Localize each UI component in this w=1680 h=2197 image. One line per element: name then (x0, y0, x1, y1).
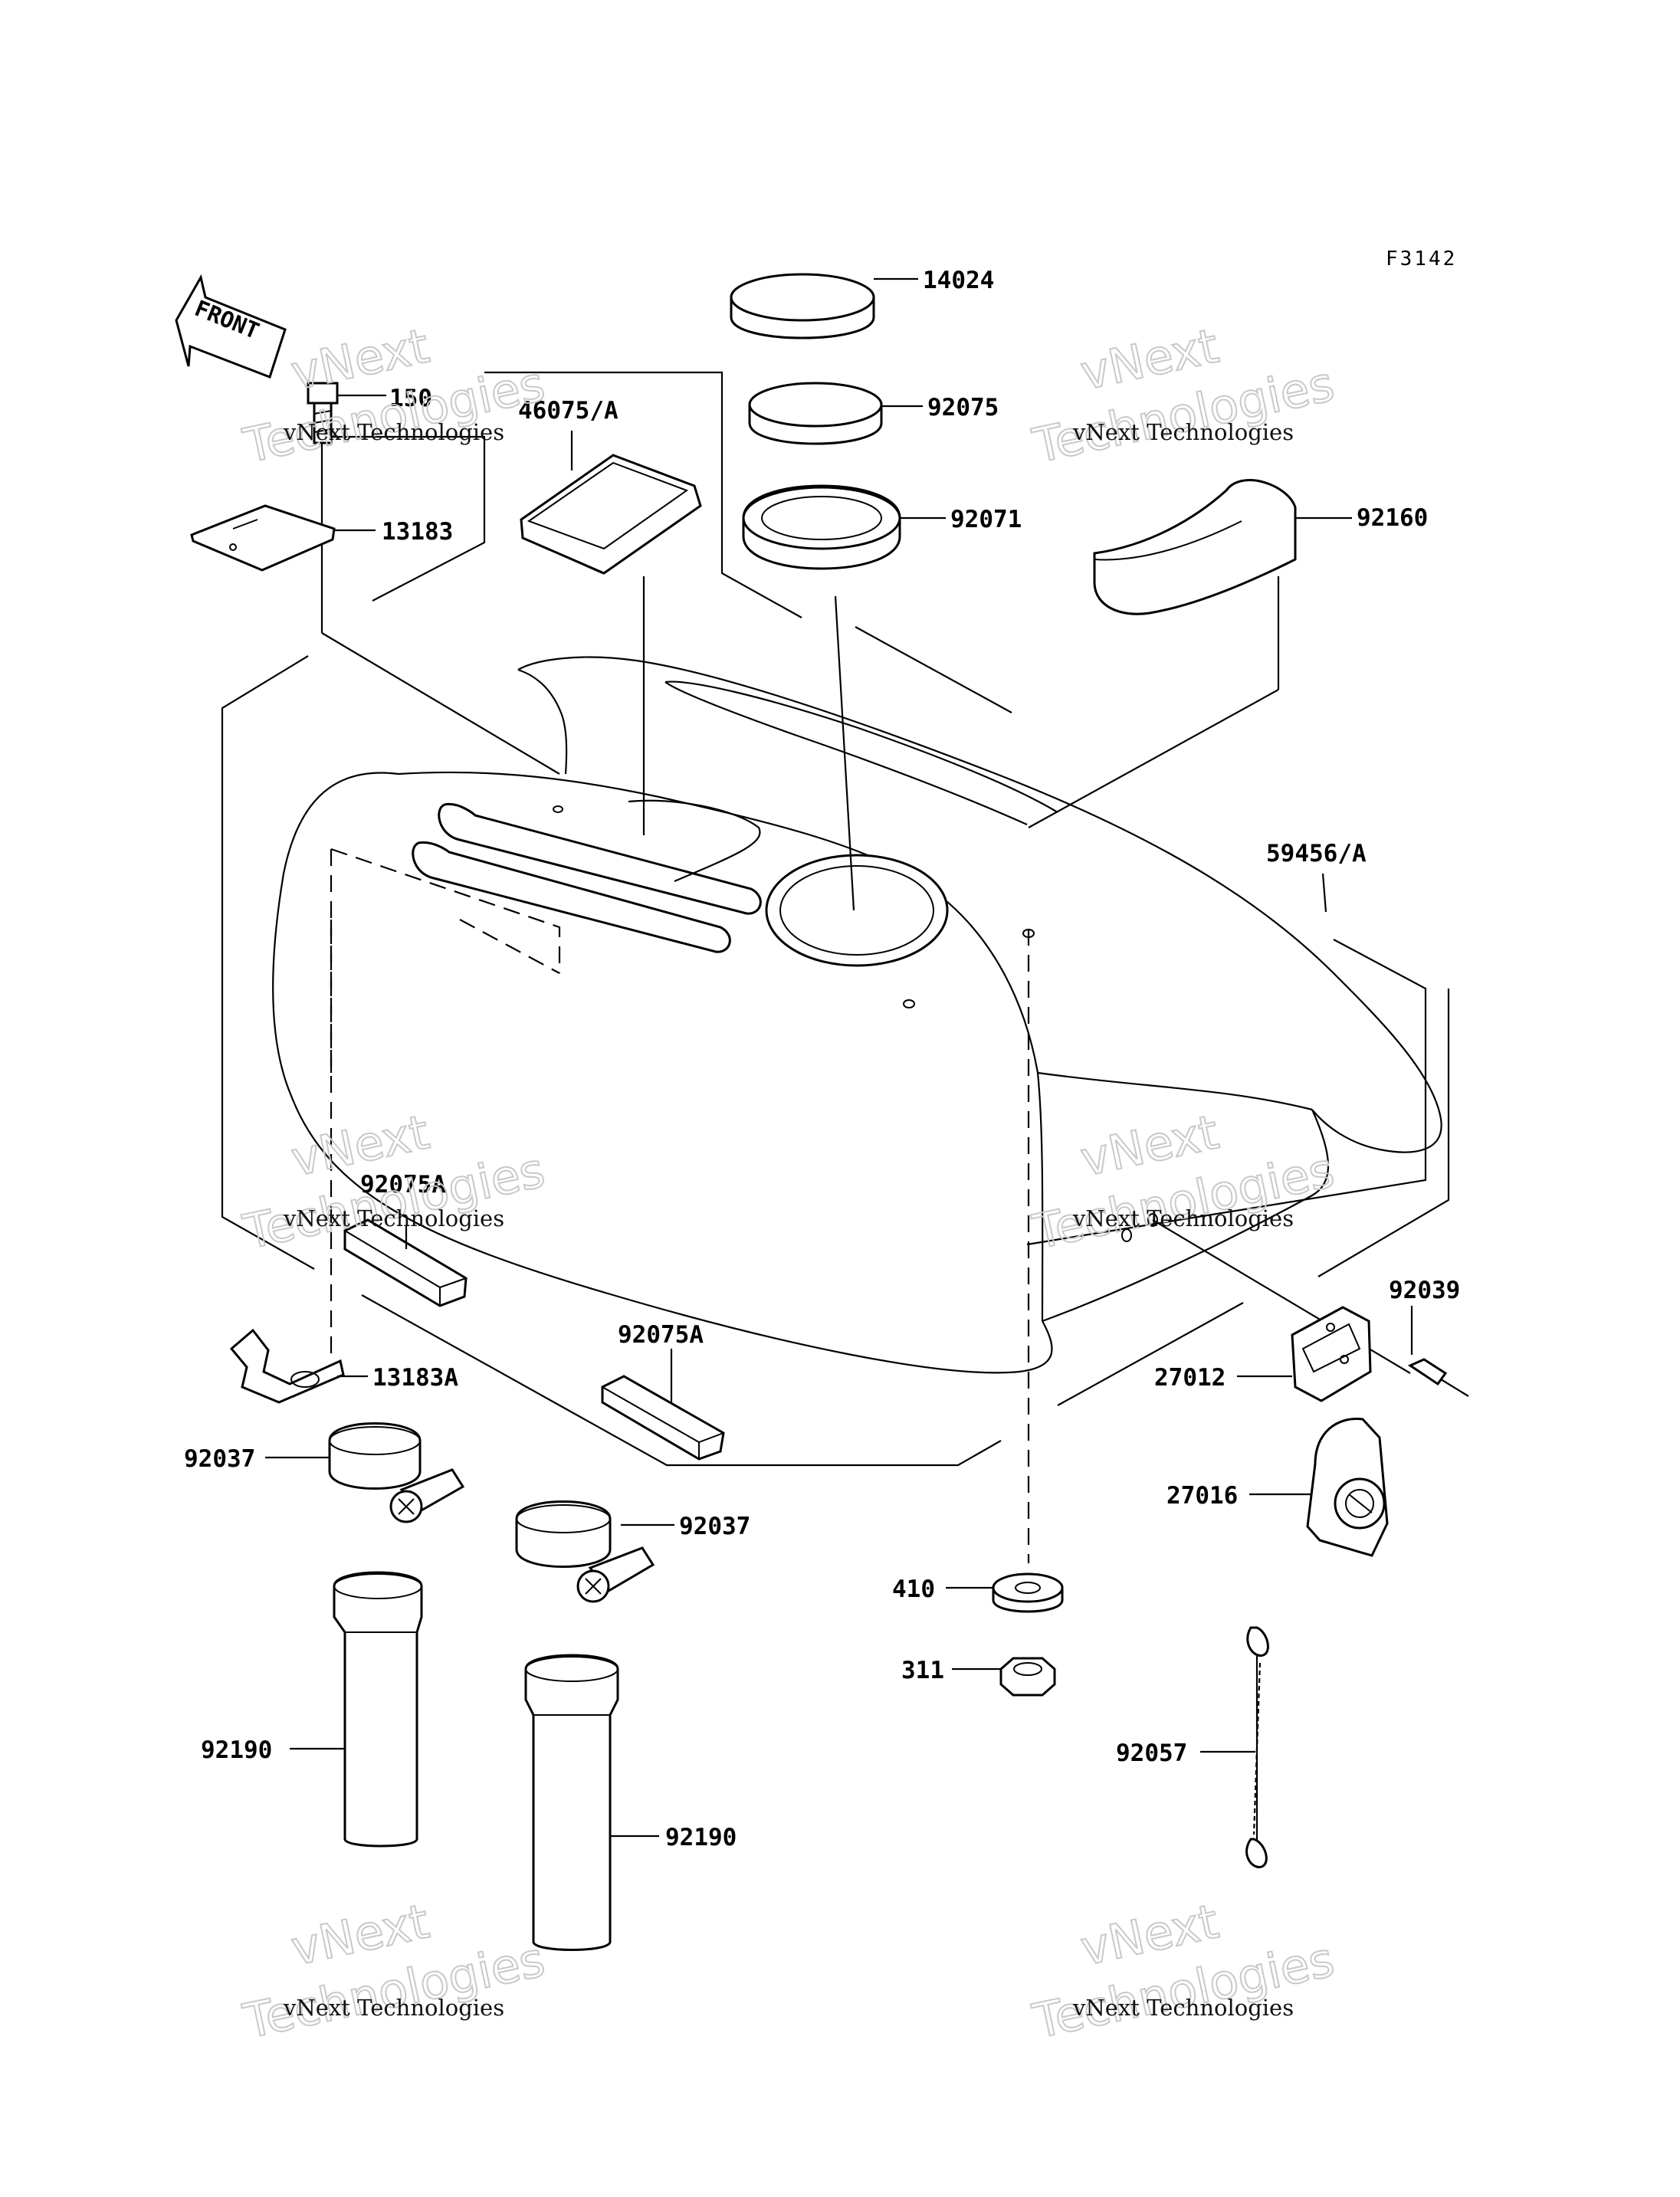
watermark-6: vNext Technologies vNext Technologies (1027, 1892, 1340, 2050)
label-92037-1: 92037 (184, 1445, 255, 1473)
label-92037-2: 92037 (679, 1513, 750, 1540)
washer-410 (992, 1572, 1064, 1613)
svg-text:vNext Technologies: vNext Technologies (283, 419, 504, 445)
label-59456A: 59456/A (1266, 840, 1367, 867)
label-27016: 27016 (1166, 1482, 1238, 1510)
pad-46075A (520, 454, 702, 575)
svg-text:vNext Technologies: vNext Technologies (1072, 1995, 1294, 2021)
tube-92190-1 (333, 1571, 423, 1848)
label-92039: 92039 (1389, 1277, 1460, 1304)
bolt-150 (307, 382, 339, 444)
label-410: 410 (892, 1576, 935, 1603)
part-labels: 14024 92075 92071 92160 46075/A 150 1318… (184, 267, 1460, 1851)
front-arrow-icon: FRONT (175, 274, 287, 379)
svg-text:vNext Technologies: vNext Technologies (283, 1205, 504, 1231)
label-92075: 92075 (927, 394, 999, 421)
nut-311 (999, 1657, 1056, 1697)
label-92071: 92071 (950, 506, 1022, 533)
figure-code: F3142 (1386, 248, 1457, 271)
block-92075A-1 (343, 1218, 468, 1307)
cap-14024 (730, 273, 875, 339)
bracket-13183A (229, 1328, 345, 1404)
label-92075A-2: 92075A (618, 1321, 704, 1349)
latch-27012 (1291, 1306, 1372, 1402)
watermark-5: vNext Technologies vNext Technologies (238, 1892, 550, 2050)
pin-92039 (1407, 1358, 1469, 1397)
assembly-lines (320, 429, 1411, 1854)
svg-text:vNext Technologies: vNext Technologies (283, 1995, 504, 2021)
label-leaders (265, 277, 1413, 1838)
label-92160: 92160 (1357, 504, 1428, 532)
svg-text:vNext Technologies: vNext Technologies (1072, 419, 1294, 445)
chain-92057 (1245, 1626, 1269, 1868)
label-46075A: 46075/A (518, 397, 619, 425)
watermark-4: vNext Technologies vNext Technologies (1027, 1103, 1340, 1261)
pad-92160 (1093, 479, 1297, 615)
label-27012: 27012 (1154, 1364, 1226, 1392)
label-92190-2: 92190 (665, 1824, 737, 1851)
assembly-outline (221, 371, 1450, 1467)
label-311: 311 (901, 1657, 944, 1684)
engine-hood (271, 656, 1442, 1374)
clamp-92037-2 (515, 1500, 655, 1603)
clamp-92037-1 (328, 1422, 465, 1523)
plate-13183 (190, 504, 336, 572)
watermark-2: vNext Technologies vNext Technologies (1027, 316, 1340, 474)
block-92075A-2 (601, 1375, 725, 1461)
ring-92071 (742, 484, 901, 570)
latch-hook-27016 (1306, 1418, 1389, 1557)
label-13183: 13183 (382, 518, 453, 546)
pad-92075 (748, 382, 883, 445)
label-14024: 14024 (923, 267, 994, 294)
label-13183A: 13183A (372, 1364, 458, 1392)
label-92057: 92057 (1116, 1740, 1187, 1767)
tube-92190-2 (524, 1654, 619, 1951)
label-92075A-1: 92075A (360, 1171, 446, 1199)
svg-text:vNext Technologies: vNext Technologies (1072, 1205, 1294, 1231)
label-92190-1: 92190 (201, 1736, 272, 1764)
label-150: 150 (389, 385, 432, 412)
